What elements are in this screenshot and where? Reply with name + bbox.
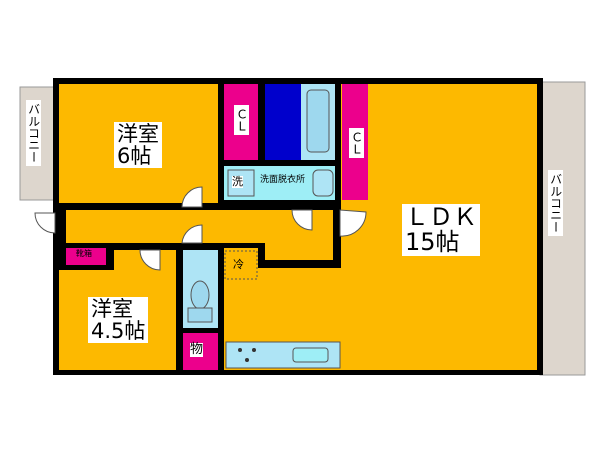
door-arc-icon [34,212,56,234]
room-6-label: 洋室 6帖 [114,122,162,169]
stove-burner-icon [245,358,249,362]
door-arc-icon [291,209,313,231]
balcony-left-label: バルコニー [26,100,41,166]
door-arc-icon [181,224,203,244]
room-6-size: 6帖 [117,144,152,169]
sink-icon [312,169,334,197]
storage-label: 物 [190,342,204,357]
room-45-size: 4.5帖 [91,319,146,344]
shoe-box [66,248,106,265]
room-45-label: 洋室 4.5帖 [88,297,149,344]
door-arc-icon [139,249,161,271]
toilet-icon [190,280,210,310]
room-6-name: 洋室 [117,122,159,146]
ldk-label: ＬＤＫ 15帖 [402,203,480,257]
bathroom-area [265,84,301,160]
closet-1-label: ＣＬ [234,105,249,135]
room-45-name: 洋室 [91,297,133,321]
ldk-name: ＬＤＫ [405,203,477,231]
balcony-right-label: バルコニー [548,170,563,236]
door-arc-icon [181,186,203,208]
kitchen-sink-icon [292,347,329,363]
fridge-label: 冷 [233,258,244,271]
door-arc-icon [339,209,367,237]
washer-label: 洗 [232,175,243,188]
bathtub-icon [306,89,330,153]
hallway-notch [265,240,333,260]
stove-burner-icon [238,348,242,352]
washroom-label: 洗面脱衣所 [260,175,306,185]
fridge-space [224,250,258,280]
ldk-size: 15帖 [405,228,460,257]
shoe-box-label: 靴箱 [76,249,92,258]
toilet-tank-icon [187,307,213,323]
closet-2-label: ＣＬ [349,128,364,158]
stove-burner-icon [252,348,256,352]
